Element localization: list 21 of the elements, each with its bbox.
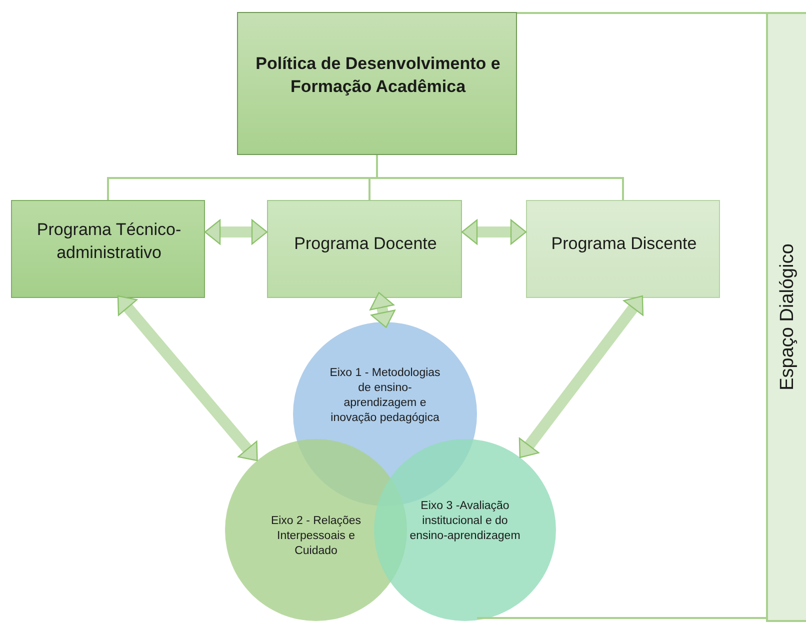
band-label: Espaço Dialógico [776, 244, 800, 390]
connector-line [517, 12, 766, 14]
block-arrow [370, 292, 396, 328]
block-arrow [117, 295, 258, 462]
program-box [11, 200, 205, 298]
side-band [766, 12, 806, 622]
axis-label: Eixo 2 - Relações Interpessoais e Cuidado [270, 514, 362, 559]
program-box [526, 200, 720, 298]
program-box [267, 200, 462, 298]
box-label: Programa Docente [293, 233, 438, 255]
axis-label: Eixo 1 - Metodologias de ensino-aprendizagem e inovação pedagógica [328, 366, 442, 426]
policy-box [237, 12, 517, 155]
connector-line [376, 155, 624, 200]
connector-line [477, 617, 766, 619]
axis-label: Eixo 3 -Avaliação institucional e do ensino-aprendizagem [408, 499, 522, 544]
block-arrow [461, 219, 527, 245]
block-arrow [518, 295, 644, 458]
box-label: Política de Desenvolvimento e Formação Acadêmica [254, 53, 502, 98]
block-arrow [204, 219, 268, 245]
box-label: Programa Discente [550, 233, 698, 255]
box-label: Programa Técnico-administrativo [36, 219, 182, 264]
